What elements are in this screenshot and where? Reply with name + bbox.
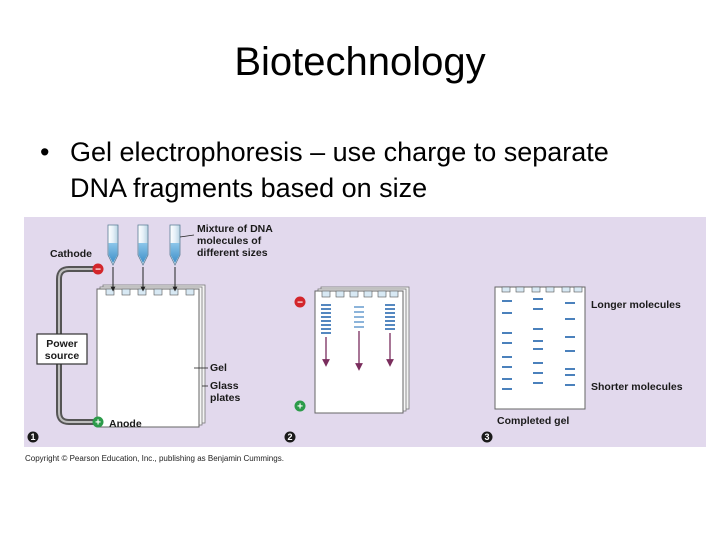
slide-title: Biotechnology [234,40,486,84]
pipette-3-icon [169,224,181,292]
bullet-line-2: DNA fragments based on size [70,173,428,203]
panel-1: Power source [27,223,273,443]
completed-lane-2-bands [533,298,543,384]
cathode-minus-sign: − [95,265,101,276]
bullet-item: • Gel electrophoresis – use charge to se… [40,134,700,206]
glass-plates-label-1: Glass [210,380,239,392]
mixture-leader-line [179,234,195,238]
step-2-badge [284,431,296,443]
longer-molecules-label: Longer molecules [591,299,681,311]
power-source-box [36,333,88,365]
panel-2: − + 2 [284,286,410,443]
anode-plus-icon [92,416,104,428]
gel2-wells [321,290,399,298]
panel2-plus-sign: + [297,402,303,413]
gel2-lane-2-bands [354,306,364,328]
bullet-line-1: Gel electrophoresis – use charge to sepa… [70,137,609,167]
anode-plus-sign: + [95,418,101,429]
power-source-label-2: source [45,350,80,362]
wire-cathode-inner [58,268,94,337]
completed-gel-label: Completed gel [497,415,569,427]
pipette-2-icon [137,224,149,292]
completed-lane-3-bands [565,302,575,386]
mixture-label-1: Mixture of DNA [197,223,273,235]
pipette-1-icon [107,224,119,292]
step-3-number: 3 [484,432,489,442]
shorter-molecules-label: Shorter molecules [591,381,683,393]
panel2-minus-icon [294,296,306,308]
glass-plates-label-2: plates [210,392,241,404]
step-2-number: 2 [287,432,292,442]
panel2-minus-sign: − [297,298,303,309]
completed-gel-wells [501,286,583,293]
panel2-plus-icon [294,400,306,412]
gel-electrophoresis-figure: Power source [24,217,706,447]
mixture-label-2: molecules of [197,235,262,247]
anode-label: Anode [109,418,142,430]
gel-wells-1 [105,288,195,296]
copyright-notice: Copyright © Pearson Education, Inc., pub… [25,454,284,463]
step-1-badge [27,431,39,443]
gel-slab [96,288,200,428]
bullet-list: • Gel electrophoresis – use charge to se… [40,134,700,206]
wire-anode-inner [58,362,94,423]
gel2-lane-3-bands [385,304,395,330]
panel-3: Longer molecules Shorter molecules Compl… [481,286,683,443]
gel2-lane-1-bands [321,304,331,334]
completed-gel-slab [494,286,586,410]
bullet-text: Gel electrophoresis – use charge to sepa… [70,134,700,206]
completed-lane-1-bands [502,300,512,390]
cathode-minus-icon [92,263,104,275]
step-3-badge [481,431,493,443]
step-1-number: 1 [30,432,35,442]
cathode-label: Cathode [50,248,92,260]
mixture-label-3: different sizes [197,247,268,259]
gel-label: Gel [210,362,227,374]
power-source-label-1: Power [46,338,78,350]
bullet-dot-icon: • [40,137,50,167]
